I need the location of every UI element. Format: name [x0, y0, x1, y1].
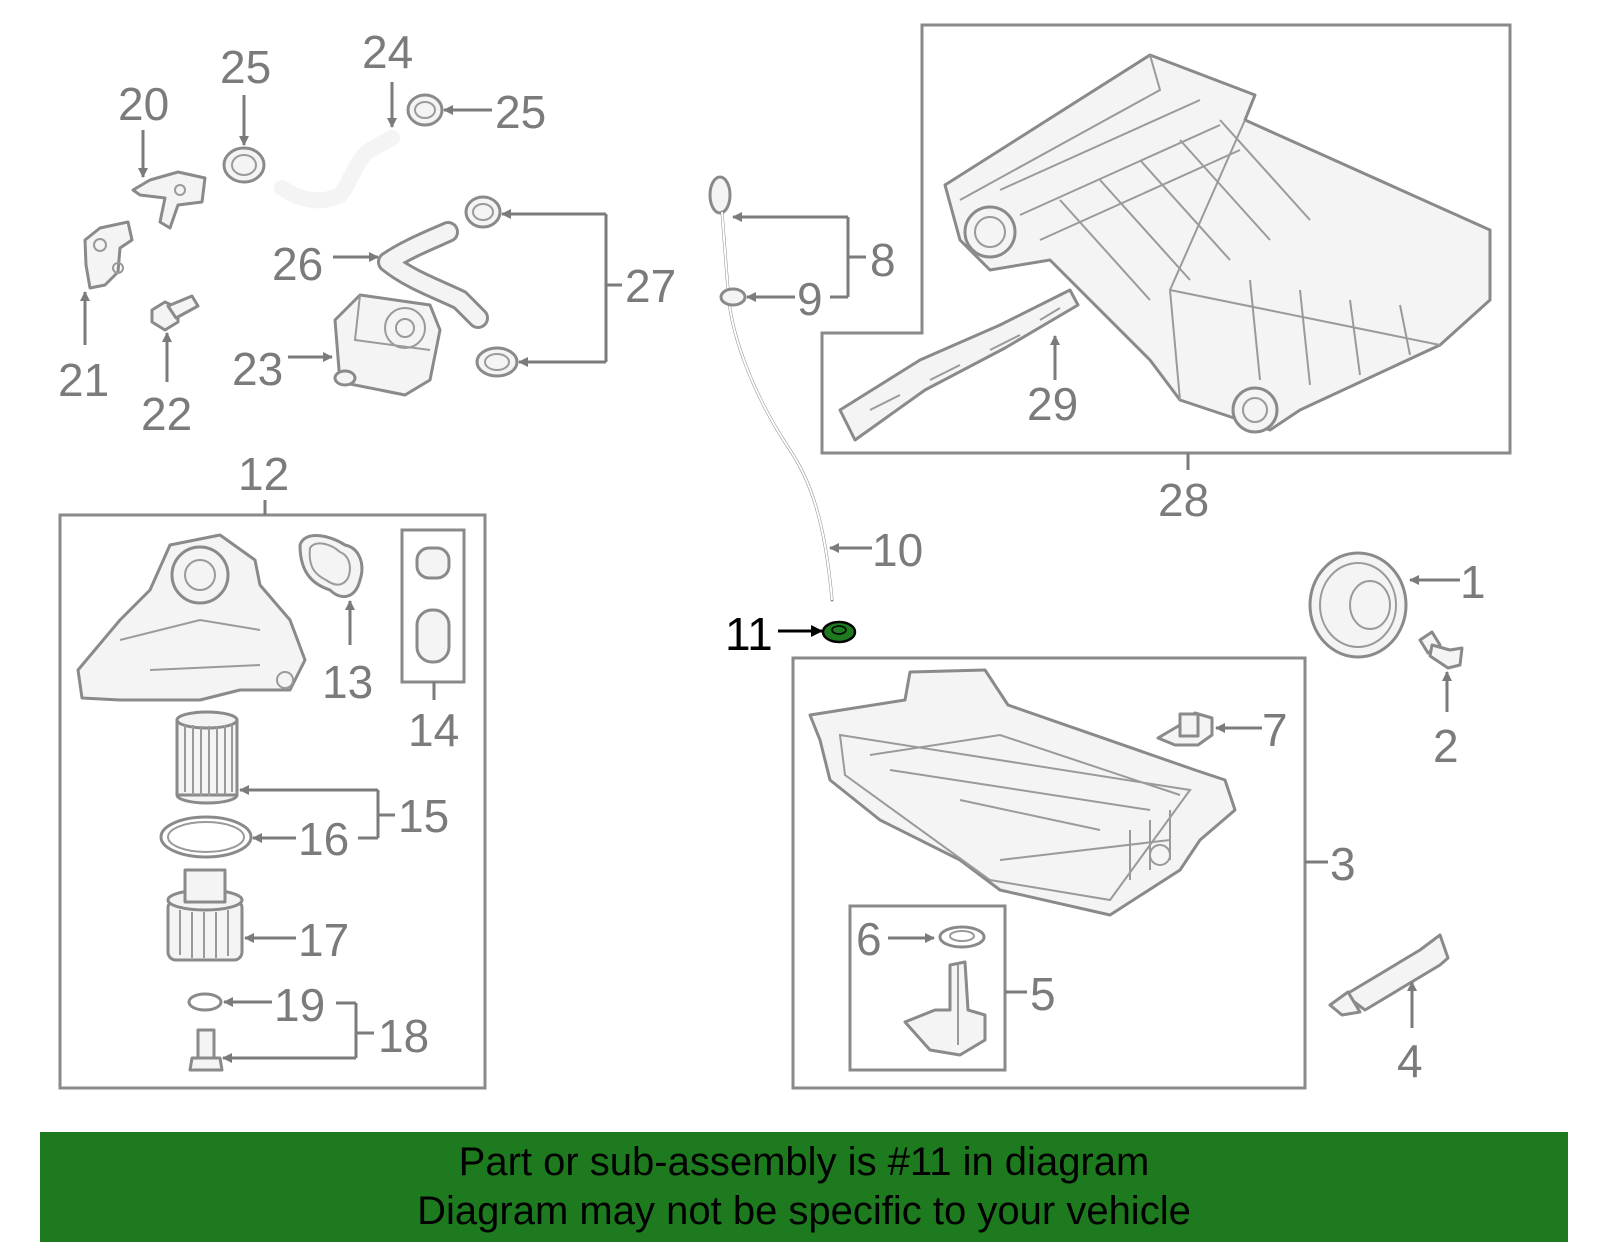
gasket-part-13[interactable]: [298, 534, 364, 599]
clamp-part-27-bottom[interactable]: [475, 346, 519, 378]
info-banner: Part or sub-assembly is #11 in diagram D…: [40, 1132, 1568, 1242]
group-box-12: [58, 513, 487, 1090]
leader-lines: [80, 82, 1460, 1063]
callout-24: 24: [362, 26, 413, 78]
oil-filter-part-15[interactable]: [175, 710, 239, 805]
callout-16: 16: [298, 813, 349, 865]
seal-part-14[interactable]: [415, 546, 451, 664]
bracket-part-21[interactable]: [83, 220, 134, 290]
seal-part-11-highlighted[interactable]: [821, 620, 857, 644]
callout-18: 18: [378, 1010, 429, 1062]
oil-pan-part-3[interactable]: [808, 668, 1237, 917]
clamp-part-27-top[interactable]: [464, 195, 502, 229]
callout-22: 22: [141, 388, 192, 440]
bracket-part-20[interactable]: [131, 170, 207, 230]
banner-line-part-number: Part or sub-assembly is #11 in diagram: [458, 1140, 1150, 1184]
seal-part-9[interactable]: [719, 287, 747, 307]
callout-21: 21: [58, 354, 109, 406]
callout-14: 14: [408, 704, 459, 756]
callout-6: 6: [856, 913, 882, 965]
sealant-tube-part-4[interactable]: [1328, 933, 1450, 1017]
callout-10: 10: [872, 524, 923, 576]
oil-pump-housing-part-12[interactable]: [76, 533, 307, 702]
washer-part-6[interactable]: [938, 925, 986, 949]
callout-12: 12: [238, 448, 289, 500]
group-box-28: [820, 23, 1512, 455]
group-box-3: [791, 656, 1307, 1090]
bolt-part-22[interactable]: [150, 294, 200, 332]
banner-line-disclaimer: Diagram may not be specific to your vehi…: [417, 1189, 1191, 1233]
drain-plug-part-18[interactable]: [188, 1028, 224, 1072]
hose-part-26[interactable]: [377, 221, 489, 329]
callout-13: 13: [322, 656, 373, 708]
group-box-5: [848, 904, 1007, 1072]
o-ring-part-19[interactable]: [187, 992, 223, 1012]
callout-26: 26: [272, 238, 323, 290]
hose-part-24[interactable]: [274, 130, 400, 209]
filter-cap-part-17[interactable]: [166, 868, 244, 962]
intake-manifold-part-28[interactable]: [943, 53, 1492, 434]
clamp-part-25-left[interactable]: [222, 146, 266, 184]
callout-4: 4: [1397, 1035, 1423, 1087]
callout-11: 11: [725, 608, 773, 660]
callout-1: 1: [1460, 556, 1486, 608]
callout-9: 9: [797, 273, 823, 325]
callout-5: 5: [1030, 968, 1056, 1020]
callout-23: 23: [232, 343, 283, 395]
gasket-part-29[interactable]: [838, 288, 1080, 442]
callout-25-left: 25: [220, 41, 271, 93]
callout-25-right: 25: [495, 86, 546, 138]
oil-level-sensor-part-5[interactable]: [903, 960, 987, 1057]
oil-cooler-part-23[interactable]: [333, 293, 442, 397]
o-ring-part-16[interactable]: [159, 815, 253, 859]
callout-27: 27: [625, 260, 676, 312]
dipstick-part-8[interactable]: [708, 175, 834, 602]
callout-20: 20: [118, 78, 169, 130]
callout-7: 7: [1262, 704, 1288, 756]
callout-19: 19: [274, 979, 325, 1031]
callout-15: 15: [398, 790, 449, 842]
clamp-part-25-right[interactable]: [406, 93, 444, 127]
callout-labels: 20 21 22 25 24 25 26 23 27 8 9 10 11 29 …: [58, 26, 1486, 1087]
bolt-part-2[interactable]: [1418, 630, 1464, 670]
callout-29: 29: [1027, 378, 1078, 430]
pulley-part-1[interactable]: [1308, 551, 1408, 659]
callout-17: 17: [298, 914, 349, 966]
callout-8: 8: [870, 234, 896, 286]
callout-28: 28: [1158, 474, 1209, 526]
callout-2: 2: [1433, 720, 1459, 772]
sensor-part-7[interactable]: [1156, 711, 1214, 747]
callout-3: 3: [1330, 838, 1356, 890]
